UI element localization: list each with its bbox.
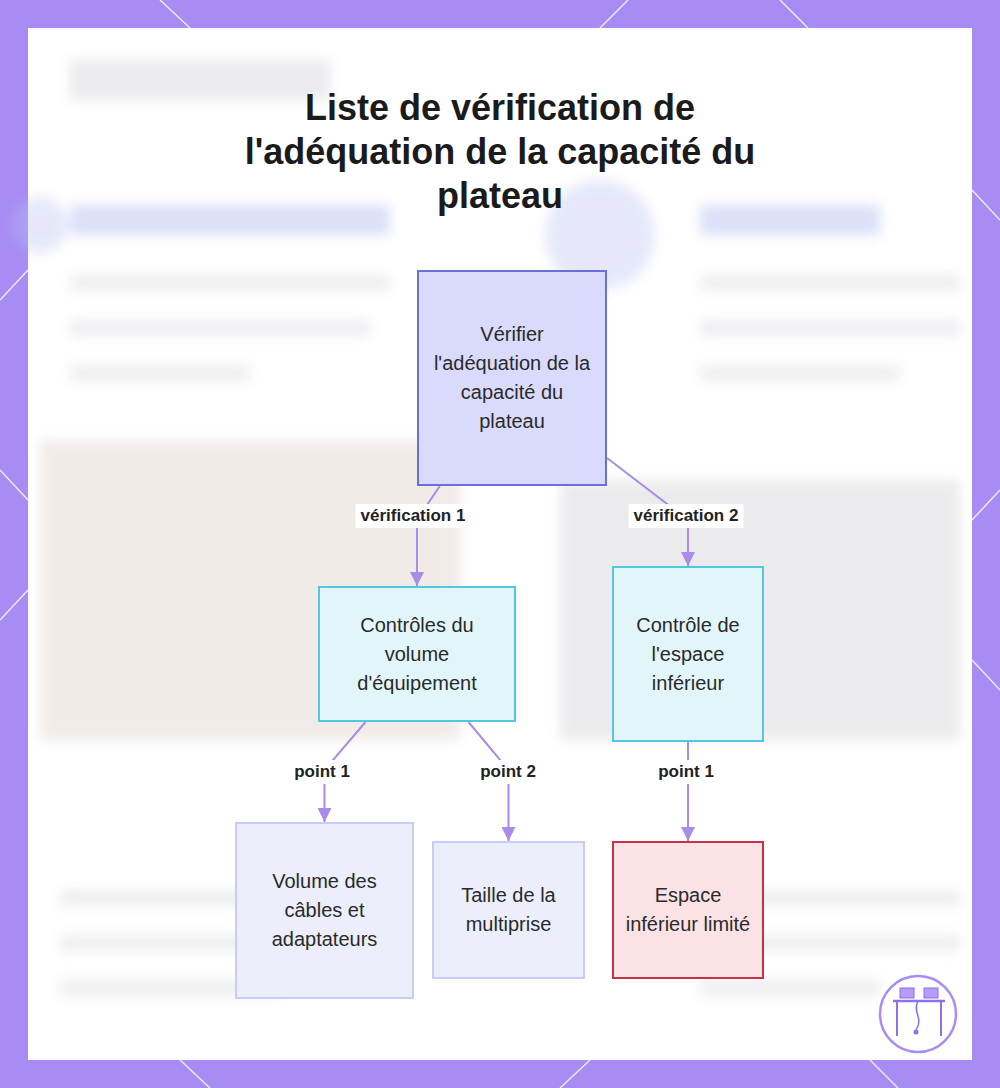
- check-box: Contrôles du volume d'équipement: [318, 586, 516, 722]
- logo-icon: [880, 976, 956, 1052]
- diagram-title: Liste de vérification de l'adéquation de…: [200, 86, 800, 218]
- node-label: Taille de la multiprise: [444, 881, 573, 939]
- inner-panel: [28, 28, 972, 1060]
- node-label: Contrôles du volume d'équipement: [330, 611, 504, 698]
- point-box: Volume des câbles et adaptateurs: [235, 822, 414, 999]
- check-box: Contrôle de l'espace inférieur: [612, 566, 764, 742]
- point-box: Taille de la multiprise: [432, 841, 585, 979]
- edge-label: point 2: [475, 760, 541, 784]
- edge-label: point 1: [653, 760, 719, 784]
- blurred-backdrop: [12, 60, 960, 996]
- root-box: Vérifier l'adéquation de la capacité du …: [417, 270, 607, 486]
- alert-box: Espace inférieur limité: [612, 841, 764, 979]
- edge-label: vérification 2: [629, 504, 744, 528]
- node-label: Volume des câbles et adaptateurs: [247, 867, 402, 954]
- edge-label: point 1: [289, 760, 355, 784]
- node-label: Contrôle de l'espace inférieur: [624, 611, 752, 698]
- node-label: Vérifier l'adéquation de la capacité du …: [433, 320, 591, 436]
- node-label: Espace inférieur limité: [624, 881, 752, 939]
- connector-line: [687, 742, 689, 841]
- edge-label: vérification 1: [356, 504, 471, 528]
- connector-line: [417, 486, 440, 586]
